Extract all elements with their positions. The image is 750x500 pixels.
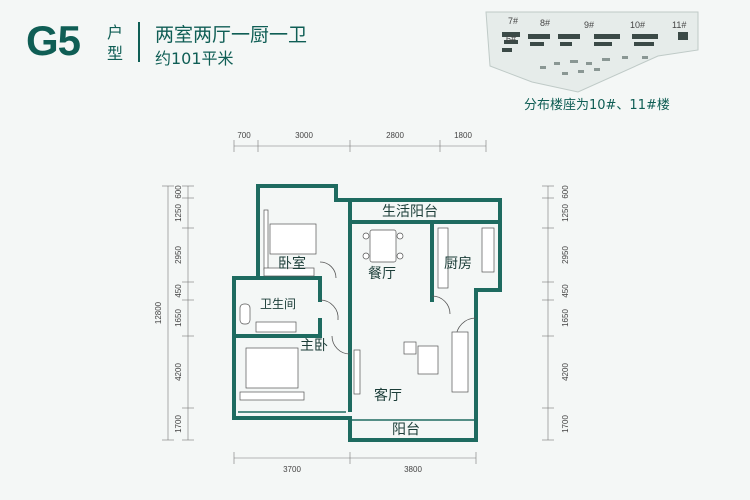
area-description: 约101平米 [155, 49, 234, 68]
dim-right-6: 4200 [561, 363, 570, 381]
room-label-living-room: 客厅 [374, 387, 402, 404]
dim-right-1: 600 [561, 185, 570, 199]
dim-left-1: 600 [174, 185, 183, 199]
bathroom-vanity [255, 321, 297, 333]
room-label-master-bedroom: 主卧 [300, 338, 328, 354]
header-divider [138, 22, 140, 62]
dim-bottom-1: 3700 [283, 465, 301, 474]
dim-left-6: 4200 [174, 363, 183, 381]
unit-type-code: G5 [26, 17, 81, 64]
kitchen-fridge [481, 227, 495, 273]
dim-right-7: 1700 [561, 415, 570, 433]
coffee-table [417, 345, 439, 375]
room-label-bathroom: 卫生间 [260, 297, 296, 311]
dim-right-2: 1250 [561, 204, 570, 222]
room-label-balcony: 阳台 [392, 422, 420, 438]
layout-description: 两室两厅一厨一卫 [155, 24, 308, 46]
dining-table [369, 229, 397, 263]
building-label-6: 6# [506, 34, 516, 44]
building-label-7: 7# [508, 16, 518, 26]
dim-left-4: 450 [174, 284, 183, 298]
dim-right-4: 450 [561, 284, 570, 298]
room-label-kitchen: 厨房 [444, 256, 472, 272]
room-label-bedroom: 卧室 [278, 255, 306, 272]
master-bed [245, 347, 299, 389]
bedroom-bed [269, 223, 317, 255]
dim-bottom-2: 3800 [404, 465, 422, 474]
room-label-dining: 餐厅 [368, 266, 396, 282]
dim-top-4: 1800 [454, 131, 472, 140]
bedroom-desk [263, 267, 315, 277]
room-label-living-balcony: 生活阳台 [382, 204, 438, 220]
dim-left-3: 2950 [174, 246, 183, 264]
armchair [403, 341, 417, 355]
dimension-lines [162, 140, 554, 464]
living-sofa [451, 331, 469, 393]
building-label-11: 11# [672, 20, 686, 30]
unit-type-label: 户型 [106, 23, 123, 63]
walls [232, 184, 502, 442]
dim-right-3: 2950 [561, 246, 570, 264]
kitchen-counter [437, 227, 449, 289]
dim-top-2: 3000 [295, 131, 313, 140]
tv-cabinet [353, 349, 361, 395]
bedroom-wardrobe [263, 209, 269, 271]
dim-top-1: 700 [237, 131, 251, 140]
building-label-9: 9# [584, 20, 594, 30]
site-plan-caption: 分布楼座为10#、11#楼 [524, 98, 670, 113]
toilet [239, 303, 251, 325]
dim-left-5: 1650 [174, 309, 183, 327]
dim-left-7: 1700 [174, 415, 183, 433]
furniture [239, 209, 495, 401]
dim-right-5: 1650 [561, 309, 570, 327]
dim-top-3: 2800 [386, 131, 404, 140]
building-label-8: 8# [540, 18, 550, 28]
master-wardrobe [239, 391, 305, 401]
site-plan-thumbnail: 7# 8# 9# 10# 11# 6# [482, 10, 702, 94]
balcony-rails [238, 411, 476, 421]
building-label-10: 10# [630, 20, 645, 30]
dim-left-2: 1250 [174, 204, 183, 222]
dim-left-total: 12800 [154, 301, 163, 324]
